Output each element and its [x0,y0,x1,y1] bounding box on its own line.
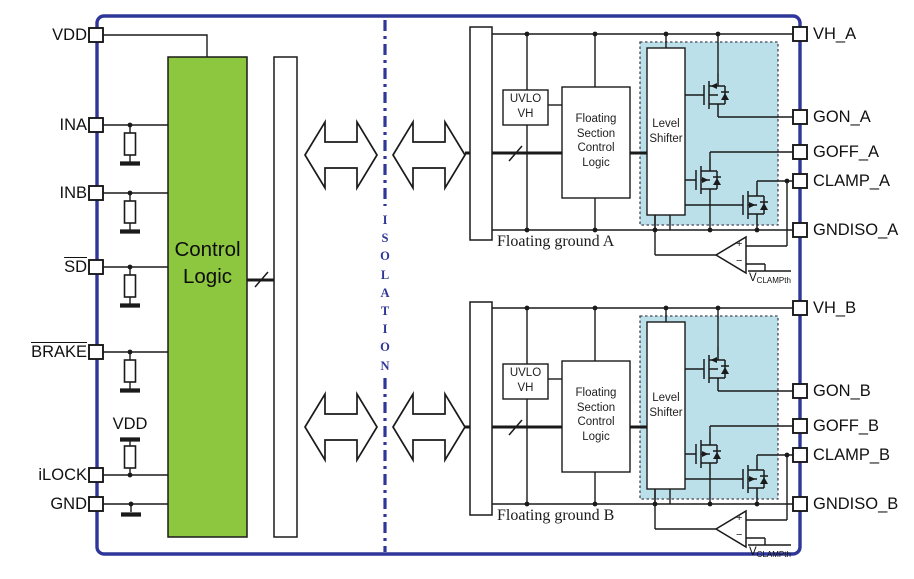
isolation-arrows [304,118,466,464]
pin-label-gon-b: GON_B [813,382,871,400]
pin-label-gnd: GND [50,495,87,513]
comparator-plus-b: + [736,512,743,524]
pin-square-ilock [88,467,104,483]
channel-b [465,301,793,549]
pin-label-gndiso-b: GNDISO_B [813,495,899,513]
pin-square-gndiso-b [792,496,808,512]
vclamp-sub-b: CLAMPth [756,550,791,559]
level-shifter-block-b [646,321,686,490]
pin-label-goff-b: GOFF_B [813,417,880,435]
control-logic-label: Control Logic [174,238,241,288]
floating-section-label-a: Floating Section Control Logic [575,113,617,169]
vclamp-label-b: VCLAMPth [749,546,791,559]
clamp-comparator-b [714,509,747,549]
vclamp-v-b: V [749,546,757,558]
pin-square-sd [88,259,104,275]
channel-a [465,26,793,275]
pin-label-gon-a: GON_A [813,108,871,126]
pin-label-brake-text: BRAKE [31,343,87,361]
package-border [95,14,802,556]
isolation-interface-left [273,56,298,538]
comparator-minus-b: − [736,529,743,541]
vdd-pullup-label: VDD [112,415,148,433]
floating-section-block-a [561,86,631,199]
bus-slash [254,271,269,288]
floating-ground-label-b: Floating ground B [497,507,615,524]
pin-square-clamp-b [792,447,808,463]
ground-symbols [120,161,141,517]
bus-slash-b [508,419,523,436]
uvlo-block-b [502,363,549,400]
uvlo-label-a: UVLO VH [509,93,542,120]
control-logic-block [167,56,248,538]
pin-label-ilock: iLOCK [38,466,87,484]
arrow-a-left [304,118,378,192]
junction-dots-left [127,122,134,507]
level-shifter-block-a [646,47,686,216]
pin-label-inb: INB [59,184,87,202]
comparator-minus-a: − [736,255,743,267]
resistor-inb [123,200,137,224]
vclamp-label-a: VCLAMPth [749,272,791,285]
isolation-label: I S O L A T I O N [380,213,390,373]
pin-label-clamp-b: CLAMP_B [813,446,891,464]
pin-square-gon-b [792,383,808,399]
pin-label-brake: BRAKE [7,343,87,362]
pin-label-vdd: VDD [52,26,87,44]
pin-square-gon-a [792,109,808,125]
input-resistors [123,132,137,469]
pin-label-ina: INA [59,116,87,134]
floating-section-block-b [561,360,631,473]
pin-square-clamp-a [792,173,808,189]
resistor-brake [123,359,137,383]
resistor-sd [123,274,137,298]
arrow-b-right [392,390,466,464]
pin-label-vh-a: VH_A [813,25,857,43]
pin-square-vh-a [792,26,808,42]
pin-label-sd-text: SD [64,258,87,276]
resistor-ina [123,132,137,156]
level-shifter-label-b: Level Shifter [649,392,683,419]
junction-dots-a [524,31,790,233]
pin-square-gnd [88,496,104,512]
clamp-comparator-a [714,235,747,275]
pin-square-gndiso-a [792,222,808,238]
pin-square-inb [88,185,104,201]
isolation-interface-a [469,26,493,241]
pin-square-ina [88,117,104,133]
pin-square-brake [88,344,104,360]
pin-label-goff-a: GOFF_A [813,143,880,161]
left-bus [247,271,274,288]
pin-label-sd: SD [7,258,87,277]
vclamp-v-a: V [749,272,757,284]
arrow-a-right [392,118,466,192]
pin-square-goff-a [792,144,808,160]
floating-section-label-b: Floating Section Control Logic [575,387,617,443]
pin-square-vh-b [792,300,808,316]
pin-square-vdd [88,27,104,43]
resistor-ilock-pullup [123,445,137,469]
pin-label-vh-b: VH_B [813,299,857,317]
pin-label-clamp-a: CLAMP_A [813,172,891,190]
comparator-plus-a: + [736,238,743,250]
uvlo-label-b: UVLO VH [509,367,542,394]
pin-square-goff-b [792,418,808,434]
pin-label-gndiso-a: GNDISO_A [813,221,899,239]
isolation-interface-b [469,301,493,516]
uvlo-block-a [502,89,549,126]
arrow-b-left [304,390,378,464]
pin-squares [88,26,808,512]
bus-slash-a [508,145,523,162]
floating-ground-label-a: Floating ground A [497,233,615,250]
vclamp-sub-a: CLAMPth [756,276,791,285]
junction-dots-b [524,305,790,507]
level-shifter-label-a: Level Shifter [649,118,683,145]
